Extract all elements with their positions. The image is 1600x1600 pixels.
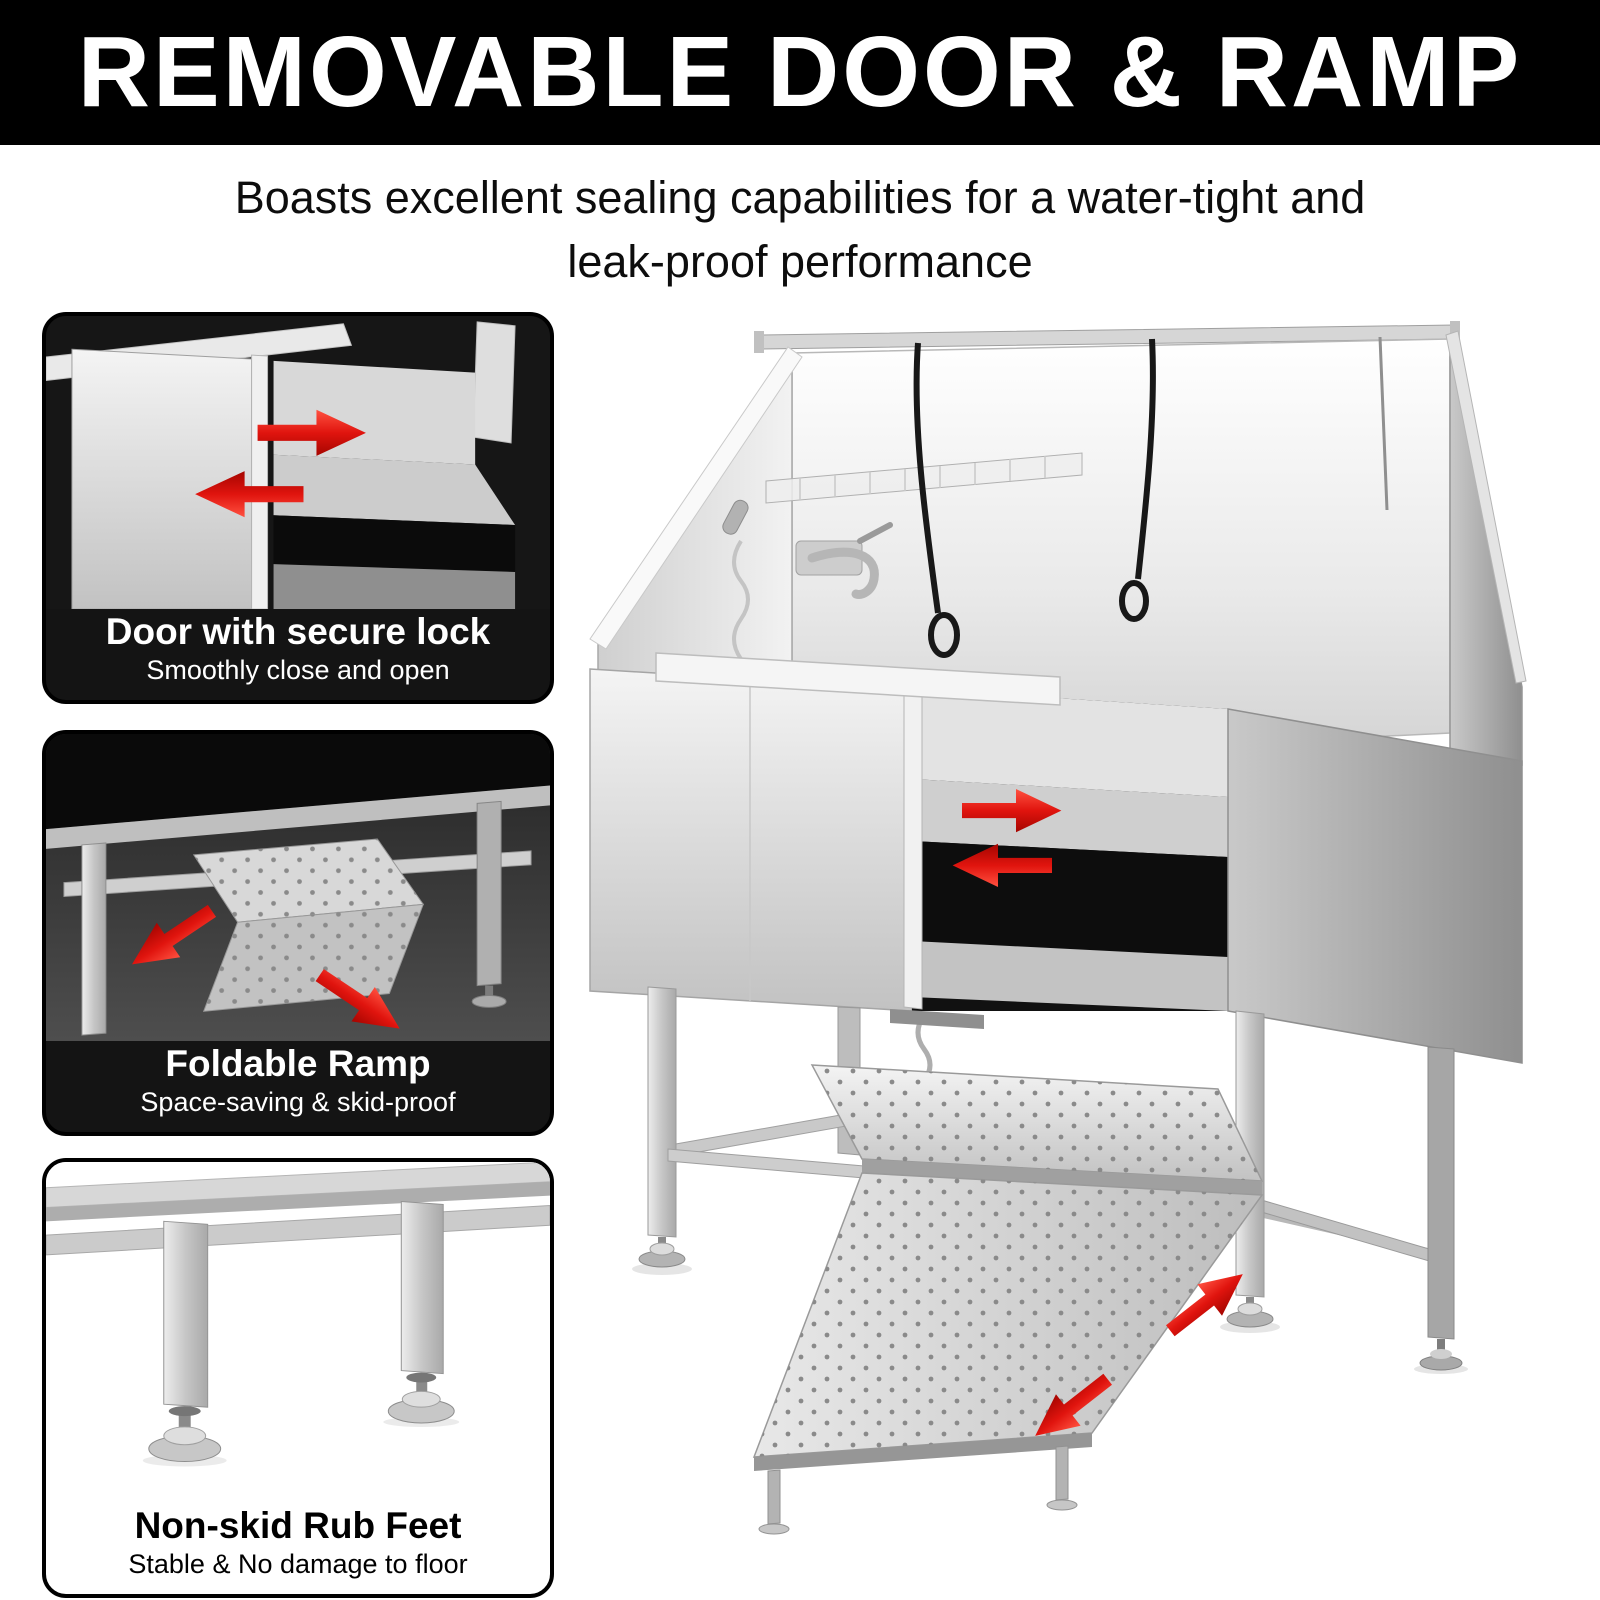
- feet-inset-image: [46, 1162, 550, 1504]
- rim-bar: [655, 652, 1061, 706]
- sliding-door-panel: [71, 348, 253, 610]
- feet-caption-title: Non-skid Rub Feet: [134, 1505, 462, 1547]
- subtitle: Boasts excellent sealing capabilities fo…: [0, 166, 1600, 294]
- ramp-caption: Foldable Ramp Space-saving & skid-proof: [46, 1041, 550, 1132]
- door-caption-title: Door with secure lock: [105, 611, 491, 653]
- product-photo: [560, 295, 1600, 1600]
- subtitle-line-1: Boasts excellent sealing capabilities fo…: [234, 172, 1366, 223]
- grooming-tub-svg: [589, 321, 1527, 1535]
- adjustable-foot: [383, 1372, 460, 1427]
- callout-door: Door with secure lock Smoothly close and…: [42, 312, 554, 704]
- door-caption: Door with secure lock Smoothly close and…: [46, 609, 550, 700]
- ramp-inset-svg: [46, 734, 550, 1042]
- door-caption-subtitle: Smoothly close and open: [146, 654, 450, 685]
- side-panel: [1227, 708, 1523, 1064]
- splash-hood: [589, 330, 1527, 766]
- front-panel: [589, 668, 913, 1012]
- door-inset-svg: [46, 316, 550, 610]
- feet-caption: Non-skid Rub Feet Stable & No damage to …: [46, 1503, 550, 1594]
- faucet: [795, 522, 893, 599]
- door-opening: [912, 689, 1228, 1011]
- door-edge-trim: [903, 686, 923, 1010]
- banner: REMOVABLE DOOR & RAMP: [0, 0, 1600, 145]
- adjustable-foot: [142, 1406, 227, 1467]
- ramp-caption-title: Foldable Ramp: [165, 1043, 431, 1085]
- callout-ramp: Foldable Ramp Space-saving & skid-proof: [42, 730, 554, 1136]
- door-inset-image: [46, 316, 550, 610]
- ramp: [752, 1064, 1264, 1535]
- ramp-caption-subtitle: Space-saving & skid-proof: [140, 1086, 456, 1117]
- ramp-inset-image: [46, 734, 550, 1042]
- subtitle-line-2: leak-proof performance: [567, 235, 1033, 287]
- feet-inset-svg: [46, 1162, 550, 1504]
- page-title: REMOVABLE DOOR & RAMP: [77, 16, 1523, 128]
- grooming-loops: [913, 338, 1156, 658]
- callout-feet: Non-skid Rub Feet Stable & No damage to …: [42, 1158, 554, 1598]
- feet-caption-subtitle: Stable & No damage to floor: [128, 1548, 468, 1579]
- folded-ramp: [192, 838, 425, 1012]
